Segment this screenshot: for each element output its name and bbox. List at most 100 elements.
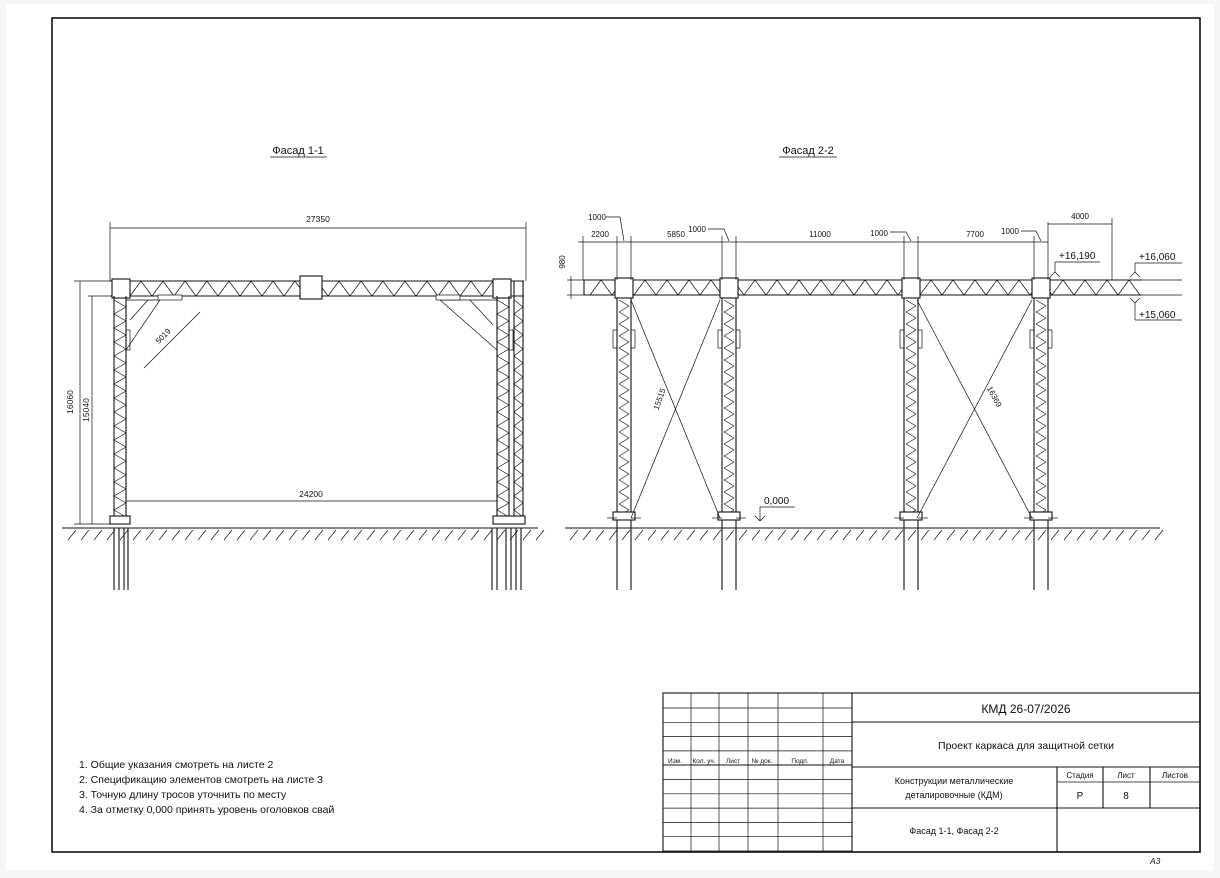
column-diagonal [905,407,917,415]
column-diagonal [113,425,127,434]
hatch-stroke [764,529,774,541]
truss-diagonal [415,280,428,297]
section-line-1: Конструкции металлические [895,776,1014,786]
column-diagonal [1035,359,1047,367]
hatch-stroke [855,529,865,541]
truss-diagonal [743,279,756,296]
column-diagonal [723,383,735,391]
column-diagonal [496,383,510,392]
f2-column-node [719,277,739,299]
hatch-stroke [751,529,761,541]
hatch-stroke [1154,529,1164,541]
column-diagonal [723,419,735,427]
f1-node-right [492,278,512,299]
column-diagonal [905,497,917,505]
truss-diagonal [633,279,646,296]
column-diagonal [618,467,630,475]
f1-base-right [492,515,526,525]
sheets-label: Листов [1162,771,1188,780]
note-2: 2. Спецификацию элементов смотреть на ли… [79,774,323,786]
column-diagonal [513,481,524,490]
hatch-stroke [647,529,657,541]
f1-knee-left [125,299,161,352]
f2-cable-right-b [916,299,1033,519]
hatch-stroke [842,529,852,541]
column-diagonal [723,317,735,325]
hatch-stroke [985,529,995,541]
truss-diagonal [437,280,450,297]
column-diagonal [1035,341,1047,349]
column-diagonal [113,418,127,427]
f2-level-zero: 0,000 [764,496,789,507]
f1-node-left [111,278,131,299]
truss-diagonal [655,279,668,296]
column-diagonal [723,299,735,307]
column-diagonal [496,327,510,336]
hatch-stroke [93,529,103,541]
column-diagonal [113,502,127,511]
truss-diagonal [820,279,833,296]
column-diagonal [496,334,510,343]
column-diagonal [905,365,917,373]
truss-diagonal [875,279,888,296]
truss-diagonal [919,279,932,296]
truss-diagonal [1018,279,1031,296]
column-diagonal [723,305,735,313]
sheet-label: Лист [1117,771,1135,780]
truss-diagonal [842,279,855,296]
column-diagonal [496,299,510,308]
column-diagonal [618,341,630,349]
column-diagonal [905,329,917,337]
column-diagonal [618,371,630,379]
column-diagonal [723,503,735,511]
column-diagonal [513,453,524,462]
hatch-stroke [1141,529,1151,541]
truss-diagonal [404,280,417,297]
truss-diagonal [996,279,1009,296]
column-diagonal [513,404,524,413]
column-diagonal [1035,437,1047,445]
truss-diagonal [382,280,395,297]
hatch-stroke [1011,529,1021,541]
column-diagonal [496,348,510,357]
column-diagonal [1035,365,1047,373]
hatch-stroke [1076,529,1086,541]
column-diagonal [513,432,524,441]
column-diagonal [113,306,127,315]
column-diagonal [905,431,917,439]
hatch-stroke [301,529,311,541]
column-diagonal [496,397,510,406]
column-diagonal [1035,299,1047,307]
truss-diagonal [360,280,373,297]
section-line-2: деталировочные (КДМ) [905,790,1002,800]
truss-diagonal [338,280,351,297]
hatch-stroke [881,529,891,541]
hatch-stroke [946,529,956,541]
column-diagonal [618,389,630,397]
column-diagonal [905,371,917,379]
column-diagonal [1035,485,1047,493]
hatch-stroke [80,529,90,541]
column-diagonal [113,432,127,441]
column-diagonal [496,306,510,315]
hatch-stroke [249,529,259,541]
ground-hatching [67,529,1164,541]
title-block-frame [662,692,1201,853]
hatch-stroke [790,529,800,541]
hatch-stroke [535,529,545,541]
hatch-stroke [634,529,644,541]
column-diagonal [723,311,735,319]
column-diagonal [113,313,127,322]
column-diagonal [496,439,510,448]
sheet-frame [51,17,1201,853]
column-diagonal [618,479,630,487]
column-diagonal [618,443,630,451]
f2-column-node [1031,277,1051,299]
f2-column-side-plate [899,329,905,349]
column-diagonal [1035,317,1047,325]
column-diagonal [496,432,510,441]
f2-dim-2200: 2200 [591,230,609,239]
truss-diagonal [349,280,362,297]
column-diagonal [496,460,510,469]
